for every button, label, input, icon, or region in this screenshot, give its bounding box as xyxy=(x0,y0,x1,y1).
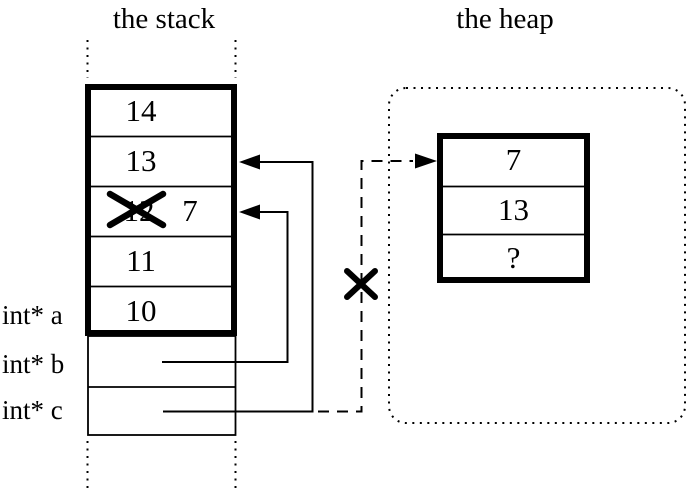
stack-cell-value-10: 10 xyxy=(125,293,157,328)
heap-cell-value-13: 13 xyxy=(498,192,529,227)
stack-title: the stack xyxy=(112,3,216,35)
pointer-label-c: int* c xyxy=(2,395,63,425)
pointer-b-line xyxy=(162,211,289,363)
stack-cell-value-11: 11 xyxy=(126,243,156,278)
heap-cell-value-unknown: ? xyxy=(506,240,521,275)
pointer-cells-box xyxy=(87,335,237,436)
heap-title: the heap xyxy=(456,3,554,35)
stack-cell-new-value: 7 xyxy=(182,193,198,228)
stack-cell-old-value-crossed: 12 xyxy=(123,193,155,228)
pointer-label-b: int* b xyxy=(2,349,65,379)
stack-cell-value-14: 14 xyxy=(125,93,157,128)
pointer-label-a: int* a xyxy=(2,300,63,330)
heap-cell-value-7: 7 xyxy=(505,142,522,177)
pointer-b-arrowhead-icon xyxy=(239,204,260,220)
dangling-pointer-arrowhead-icon xyxy=(415,153,437,169)
stack-cell-value-13: 13 xyxy=(125,143,157,178)
pointer-c-arrowhead-icon xyxy=(239,154,260,170)
dangling-pointer-dashed-line xyxy=(318,160,413,413)
x-cross-icon-deleted-pointer xyxy=(344,268,378,300)
